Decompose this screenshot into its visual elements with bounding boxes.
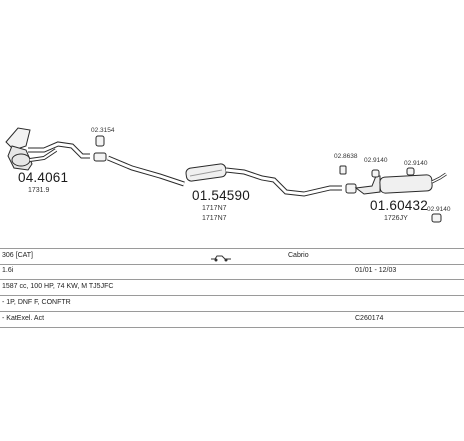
table-row-engine: 1.6i 01/01 - 12/03 bbox=[0, 264, 464, 280]
production-date: 01/01 - 12/03 bbox=[355, 267, 397, 274]
part-sub-middle-silencer-1: 1717N7 bbox=[202, 205, 227, 212]
part-number-clamp-c: 02.9140 bbox=[404, 160, 428, 167]
table-row-model: 306 [CAT] Cabrio bbox=[0, 248, 464, 265]
catalytic-converter[interactable] bbox=[5, 127, 90, 171]
part-number-middle-silencer: 01.54590 bbox=[192, 188, 250, 203]
middle-silencer-icon[interactable] bbox=[185, 163, 227, 182]
model-name: 306 [CAT] bbox=[2, 252, 33, 259]
body-style: Cabrio bbox=[288, 252, 309, 259]
kit-description: - KatExel. Act bbox=[2, 315, 45, 322]
rear-silencer-icon[interactable] bbox=[354, 172, 447, 195]
part-sub-rear-silencer: 1726JY bbox=[384, 215, 408, 222]
table-row-kit: - KatExel. Act C260174 bbox=[0, 312, 464, 328]
part-sub-middle-silencer-2: 1717N7 bbox=[202, 215, 227, 222]
part-number-catalyst: 04.4061 bbox=[18, 170, 69, 185]
exhaust-diagram bbox=[5, 127, 447, 223]
clamp-left-icon[interactable] bbox=[93, 135, 107, 162]
part-number-clamp-b: 02.9140 bbox=[364, 157, 388, 164]
table-row-specs: 1587 cc, 100 HP, 74 KW, M TJ5JFC bbox=[0, 280, 464, 296]
intermediate-pipe bbox=[225, 167, 342, 197]
front-pipe bbox=[107, 155, 185, 187]
part-number-clamp-d: 02.9140 bbox=[427, 206, 451, 213]
part-number-clamp-left: 02.3154 bbox=[91, 127, 115, 134]
part-sub-catalyst: 1731.9 bbox=[28, 187, 50, 194]
kit-code: C260174 bbox=[355, 315, 384, 322]
engine: 1.6i bbox=[2, 267, 14, 274]
table-row-note: - 1P, DNF F, CONFTR bbox=[0, 296, 464, 312]
part-number-clamp-a: 02.8638 bbox=[334, 153, 358, 160]
clamp-rear-icons[interactable] bbox=[371, 167, 442, 223]
part-number-rear-silencer: 01.60432 bbox=[370, 198, 428, 213]
body-style-icon bbox=[210, 250, 232, 264]
fitting-note: - 1P, DNF F, CONFTR bbox=[2, 299, 71, 306]
clamp-a-icon[interactable] bbox=[339, 165, 357, 194]
engine-specs: 1587 cc, 100 HP, 74 KW, M TJ5JFC bbox=[2, 283, 114, 290]
